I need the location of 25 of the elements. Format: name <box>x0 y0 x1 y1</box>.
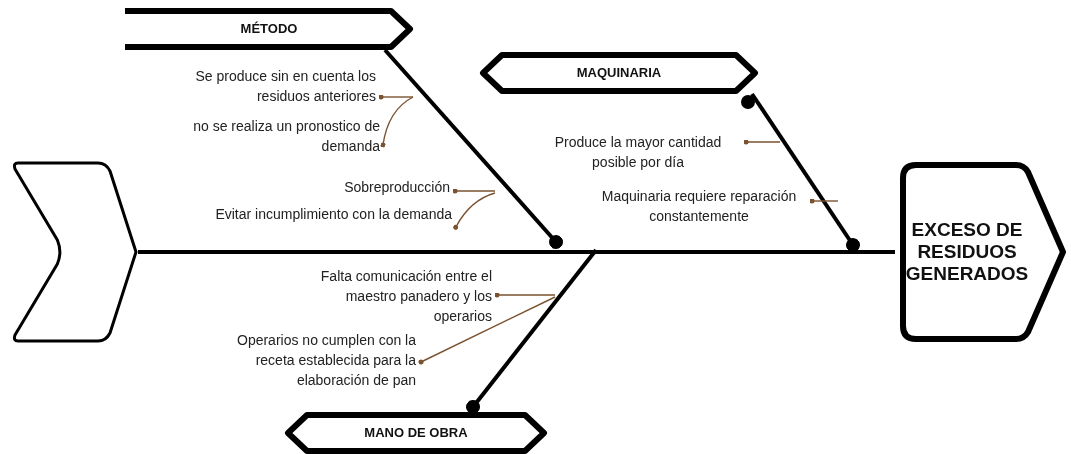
fishbone-line <box>750 92 860 252</box>
leader-line <box>494 292 556 298</box>
leader-line <box>453 192 496 230</box>
fishbone-line <box>383 48 563 249</box>
cause-text: Maquinaria requiere reparación constantemente <box>590 186 808 226</box>
leader-line <box>380 96 414 148</box>
fishbone-line <box>138 250 895 254</box>
leader-line <box>809 198 839 204</box>
cause-text: Operarios no cumplen con la receta establecida para la elaboración de pan <box>200 330 416 390</box>
cause-text: Falta comunicación entre el maestro panadero y los operarios <box>298 266 492 326</box>
fishbone-line <box>466 248 598 414</box>
cause-text: Produce la mayor cantidad posible por día <box>535 132 741 172</box>
leader-line <box>452 188 496 194</box>
effect-box: EXCESO DE RESIDUOS GENERADOS <box>900 162 1066 342</box>
chevron-shape <box>12 160 138 344</box>
leader-line <box>378 94 414 100</box>
category-box: MAQUINARIA <box>480 52 758 94</box>
cause-text: no se realiza un pronostico de demanda <box>172 116 380 156</box>
cause-text: Evitar incumplimiento con la demanda <box>180 204 452 224</box>
category-box: MANO DE OBRA <box>285 412 547 454</box>
leader-line <box>418 296 556 365</box>
cause-text: Sobreproducción <box>300 177 450 197</box>
category-box: MÉTODO <box>125 8 413 50</box>
cause-text: Se produce sin en cuenta los residuos anteriores <box>172 66 376 106</box>
leader-line <box>743 139 781 145</box>
